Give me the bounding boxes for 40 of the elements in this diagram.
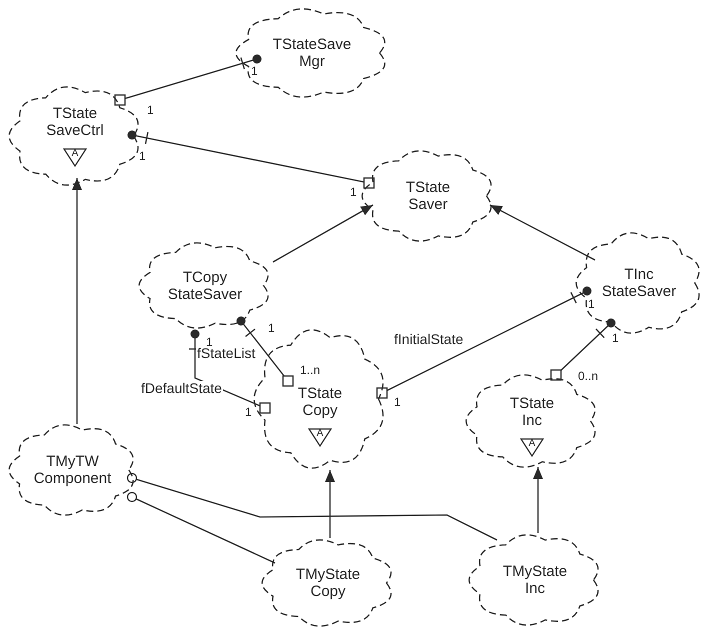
association-line <box>376 286 592 399</box>
class-name: TState SaveCtrl <box>46 105 104 139</box>
inheritance-arrow <box>72 178 82 424</box>
class-name: TInc StateSaver <box>602 266 676 300</box>
class-name: TMyTW Component <box>34 453 112 487</box>
multiplicity-label: 1 <box>350 186 357 199</box>
class-name: TCopy StateSaver <box>168 268 242 302</box>
multiplicity-label: 1 <box>588 298 595 311</box>
multiplicity-label: 1 <box>268 322 275 335</box>
inheritance-arrow <box>325 470 335 538</box>
association-line <box>236 316 294 387</box>
multiplicity-label: 1 <box>245 406 252 419</box>
multiplicity-label: 1 <box>394 396 401 409</box>
edge-label: fInitialState <box>393 332 464 347</box>
association-line <box>114 54 262 106</box>
class-name: TMyState Copy <box>296 566 360 600</box>
inheritance-arrow <box>272 204 374 263</box>
multiplicity-label: 1 <box>147 104 154 117</box>
association-line <box>126 130 375 189</box>
association-line <box>126 492 276 564</box>
multiplicity-label: 1 <box>612 332 619 345</box>
class-name: TStateSave Mgr <box>272 36 352 70</box>
multiplicity-label: 1 <box>139 150 146 163</box>
multiplicity-label: 1 <box>251 65 258 78</box>
edge-label: fStateList <box>196 346 256 361</box>
inheritance-arrow <box>533 467 543 533</box>
class-name: TState Saver <box>406 179 450 213</box>
association-line <box>126 472 498 541</box>
class-name: TState Copy <box>298 385 342 419</box>
inheritance-arrow <box>490 204 596 261</box>
edge-label: fDefaultState <box>140 381 223 396</box>
class-name: TState Inc <box>510 395 554 429</box>
multiplicity-label: 0..n <box>578 370 598 383</box>
association-line <box>550 318 616 381</box>
multiplicity-label: 1..n <box>300 364 320 377</box>
abstract-class-adornment: A <box>519 437 545 457</box>
multiplicity-label: 1 <box>206 336 213 349</box>
abstract-class-adornment: A <box>62 147 88 167</box>
abstract-class-adornment: A <box>307 427 333 447</box>
class-name: TMyState Inc <box>502 563 568 597</box>
